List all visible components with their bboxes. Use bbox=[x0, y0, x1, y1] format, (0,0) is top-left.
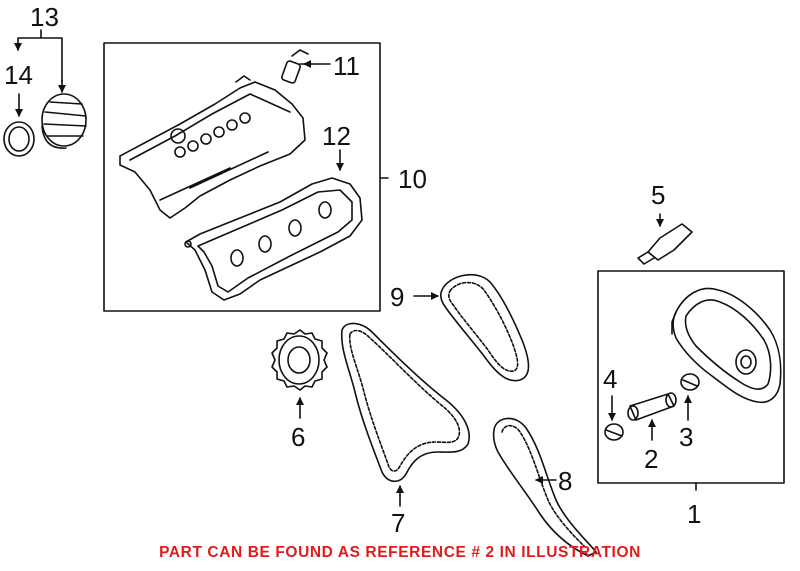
callout-4: 4 bbox=[603, 364, 617, 394]
callout-10: 10 bbox=[398, 164, 427, 194]
callout-13: 13 bbox=[30, 2, 59, 32]
callout-6: 6 bbox=[291, 422, 305, 452]
timing-chain-7-icon bbox=[340, 322, 470, 483]
bracket-13 bbox=[17, 29, 63, 83]
valve-cover-gasket-icon bbox=[184, 177, 363, 301]
timing-cover-icon bbox=[671, 287, 782, 404]
seal-ring-icon bbox=[3, 121, 35, 157]
oil-filler-cap-icon bbox=[41, 93, 87, 149]
callout-1: 1 bbox=[687, 499, 701, 529]
sprocket-icon bbox=[271, 329, 328, 391]
callout-2: 2 bbox=[644, 444, 658, 474]
callout-9: 9 bbox=[390, 282, 404, 312]
callout-3: 3 bbox=[679, 422, 693, 452]
callout-8: 8 bbox=[558, 466, 572, 496]
callout-7: 7 bbox=[391, 508, 405, 538]
callout-12: 12 bbox=[322, 121, 351, 151]
clip-4-icon bbox=[604, 423, 624, 441]
clip-3-icon bbox=[680, 373, 700, 391]
dowel-pin-icon bbox=[627, 392, 677, 421]
timing-cover-kit-box bbox=[597, 270, 785, 484]
valve-cover-icon bbox=[119, 75, 306, 219]
callout-5: 5 bbox=[651, 180, 665, 210]
timing-chain-8-icon bbox=[492, 417, 597, 557]
callout-14: 14 bbox=[4, 60, 33, 90]
bolt-icon bbox=[281, 49, 309, 84]
sealant-tube-icon bbox=[637, 223, 693, 265]
callout-11: 11 bbox=[333, 51, 360, 81]
timing-chain-9-icon bbox=[440, 273, 530, 382]
valve-cover-kit-box bbox=[103, 42, 381, 312]
reference-notice: PART CAN BE FOUND AS REFERENCE # 2 IN IL… bbox=[159, 544, 641, 561]
